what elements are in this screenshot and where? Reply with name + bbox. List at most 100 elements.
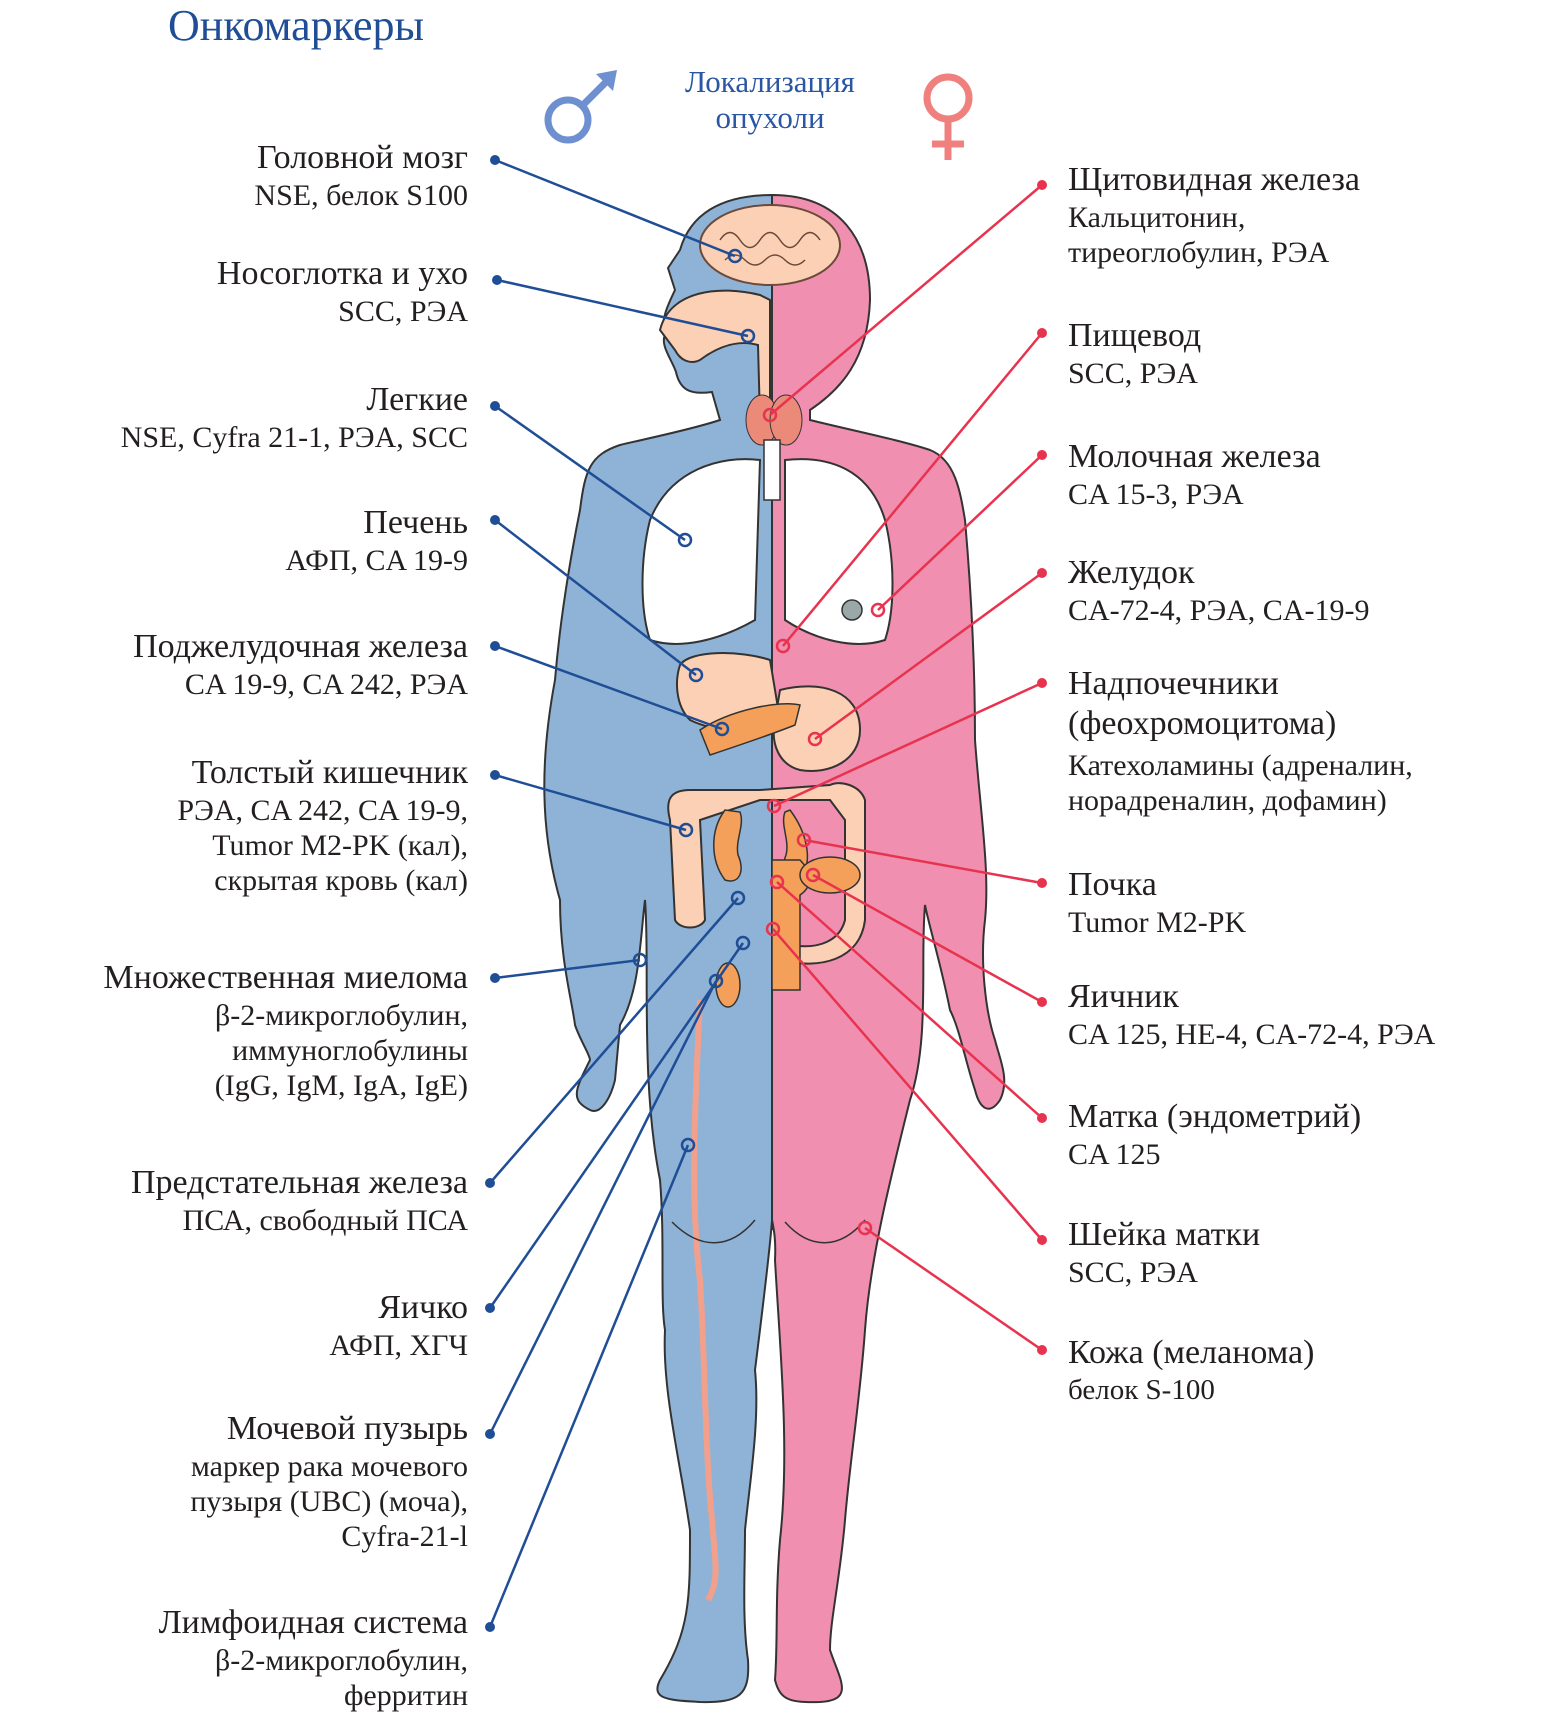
label-name: Поджелудочная железа	[133, 628, 468, 665]
label-name: Лимфоидная система	[158, 1604, 468, 1641]
connector-line-pancreas	[494, 644, 723, 731]
page-title: Онкомаркеры	[168, 1, 425, 50]
label-markers: АФП, CA 19-9	[285, 544, 468, 577]
organ-marker-esophagus	[775, 638, 791, 654]
connector-dot-thyroid	[1037, 180, 1047, 190]
connector-line-testis	[488, 942, 745, 1309]
organ-marker-bladder	[708, 973, 724, 989]
connector-dot-colon	[490, 770, 500, 780]
label-name: Мочевой пузырь	[226, 1410, 468, 1447]
label-markers: Tumor M2-PK	[1068, 906, 1247, 939]
label-colon: Толстый кишечник РЭА, CA 242, CA 19-9, T…	[177, 753, 468, 898]
connector-line-lungs	[494, 404, 686, 542]
connector-line-stomach	[814, 571, 1043, 741]
left-lung	[641, 458, 762, 645]
connector-line-prostate	[489, 897, 739, 1184]
organ-marker-liver	[688, 667, 704, 683]
label-markers: белок S-100	[1068, 1374, 1215, 1406]
label-markers: РЭА, CA 242, CA 19-9, Tumor M2-PK (кал),…	[177, 794, 468, 897]
connector-dot-kidney	[1037, 878, 1047, 888]
organ-marker-nasopharynx	[740, 328, 756, 344]
connector-line-brain	[494, 158, 736, 258]
subtitle-line1: Локализация	[685, 64, 855, 99]
label-name: Почка	[1068, 866, 1157, 903]
label-name: Множественная миелома	[103, 959, 468, 996]
label-name: Пищевод	[1068, 317, 1202, 354]
organ-marker-breast	[870, 602, 886, 618]
label-pancreas: Поджелудочная железа CA 19-9, CA 242, РЭ…	[133, 627, 468, 702]
label-skin: Кожа (меланома) белок S-100	[1068, 1333, 1314, 1408]
ovary-organ	[799, 856, 861, 894]
connector-dot-nasopharynx	[492, 275, 502, 285]
connector-line-bladder	[488, 980, 718, 1435]
label-ovary: Яичник CA 125, HE-4, CA-72-4, РЭА	[1068, 977, 1435, 1052]
subtitle-line2: опухоли	[715, 100, 825, 135]
connector-dot-adrenal	[1037, 678, 1047, 688]
organ-marker-cervix	[765, 921, 781, 937]
connector-dot-bladder	[485, 1429, 495, 1439]
label-cervix: Шейка матки SCC, РЭА	[1068, 1215, 1260, 1290]
trachea	[763, 439, 781, 501]
male-knee	[671, 1219, 756, 1244]
connector-dot-ovary	[1037, 997, 1047, 1007]
label-markers: β-2-микроглобулин, иммуноглобулины (IgG,…	[214, 999, 468, 1102]
connector-dot-breast	[1037, 450, 1047, 460]
connector-line-nasopharynx	[496, 278, 749, 338]
connector-dot-esophagus	[1037, 328, 1047, 338]
connector-line-cervix	[772, 928, 1043, 1241]
colon-organ	[667, 782, 866, 965]
label-name: Предстательная железа	[130, 1164, 468, 1201]
lymph-vessel	[691, 999, 719, 1602]
female-knee	[784, 1219, 866, 1244]
label-lungs: Легкие NSE, Cyfra 21-1, РЭА, SCC	[121, 380, 468, 455]
label-name: Легкие	[366, 381, 468, 418]
connector-line-esophagus	[782, 332, 1043, 647]
label-name: Желудок	[1068, 554, 1195, 591]
connector-line-liver	[494, 519, 697, 676]
label-markers: CA-72-4, РЭА, CA-19-9	[1068, 594, 1370, 627]
connector-line-lymphoid	[488, 1144, 690, 1628]
connector-dot-uterus	[1037, 1113, 1047, 1123]
label-kidney: Почка Tumor M2-PK	[1068, 865, 1246, 940]
right-lung	[784, 458, 894, 645]
connector-line-skin	[864, 1226, 1043, 1352]
label-esophagus: Пищевод SCC, РЭА	[1068, 316, 1201, 391]
connector-dot-pancreas	[490, 641, 500, 651]
connector-line-ovary	[812, 873, 1043, 1004]
label-name: Носоглотка и ухо	[216, 255, 468, 292]
label-markers: маркер рака мочевого пузыря (UBC) (моча)…	[190, 1450, 468, 1553]
label-markers: ПСА, свободный ПСА	[182, 1204, 468, 1237]
label-name: Печень	[363, 504, 468, 541]
female-symbol-icon	[923, 73, 973, 160]
organ-marker-lungs	[677, 532, 693, 548]
brain-organ	[699, 204, 841, 286]
subtitle: Локализация опухоли	[640, 64, 900, 136]
male-symbol-icon	[544, 70, 617, 144]
label-markers: β-2-микроглобулин, ферритин	[215, 1644, 468, 1712]
label-uterus: Матка (эндометрий) CA 125	[1068, 1097, 1361, 1172]
connector-line-kidney	[803, 838, 1043, 885]
connector-line-uterus	[776, 881, 1043, 1119]
organ-marker-testis	[735, 935, 751, 951]
organ-marker-skin	[857, 1220, 873, 1236]
label-markers: NSE, Cyfra 21-1, РЭА, SCC	[120, 421, 468, 454]
label-markers: SCC, РЭА	[1068, 357, 1198, 390]
connector-dot-myeloma	[490, 973, 500, 983]
label-breast: Молочная железа CA 15-3, РЭА	[1068, 437, 1321, 512]
organ-marker-lymphoid	[680, 1137, 696, 1153]
brain-folds	[719, 231, 821, 266]
label-testis: Яичко АФП, ХГЧ	[329, 1288, 468, 1363]
label-markers: NSE, белок S100	[254, 179, 468, 212]
connector-line-adrenal	[773, 681, 1043, 808]
connector-line-breast	[877, 454, 1043, 611]
connector-dot-lungs	[490, 401, 500, 411]
label-name: Щитовидная железа	[1068, 161, 1361, 198]
connector-dot-testis	[485, 1303, 495, 1313]
connector-dot-stomach	[1037, 568, 1047, 578]
organ-marker-thyroid	[762, 407, 778, 423]
label-markers: SCC, РЭА	[1068, 1256, 1198, 1289]
connector-line-colon	[494, 773, 687, 832]
connector-line-myeloma	[494, 958, 641, 980]
label-name: Шейка матки	[1068, 1216, 1261, 1253]
label-name: Матка (эндометрий)	[1068, 1098, 1362, 1135]
